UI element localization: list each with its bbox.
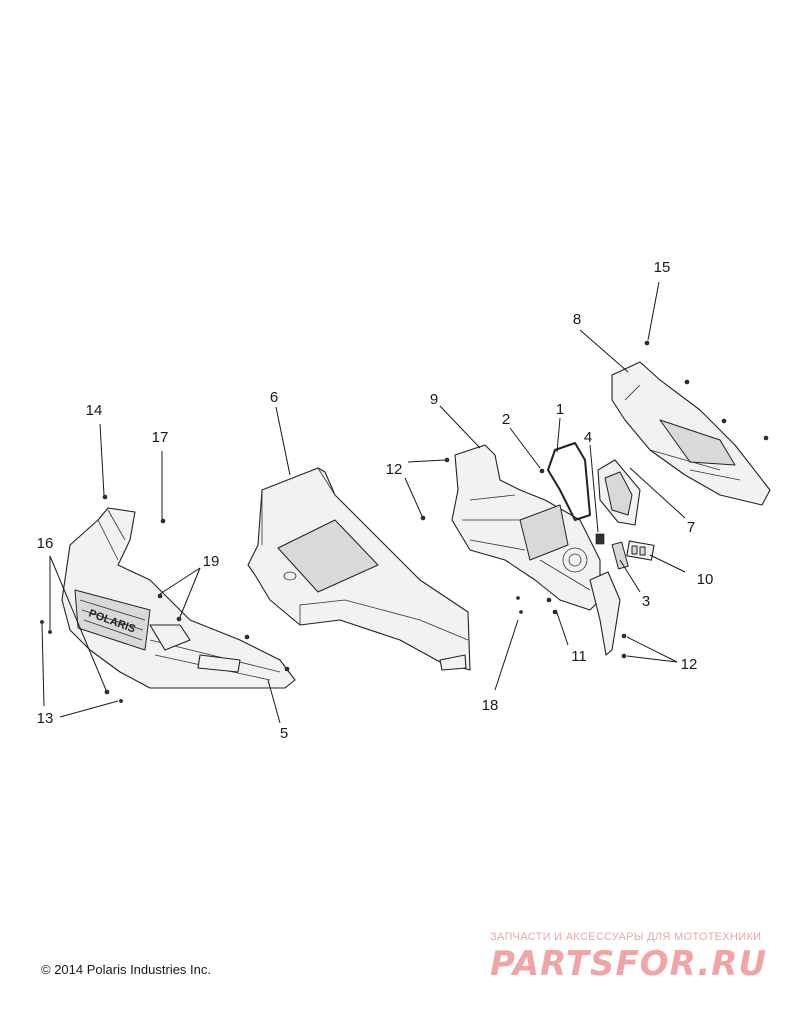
fasteners — [40, 340, 769, 703]
callout-16: 16 — [37, 535, 54, 552]
bezel-part — [597, 459, 641, 526]
switch-part — [611, 541, 629, 570]
watermark-logo: PARTSFOR.RU — [490, 944, 768, 984]
clip-part — [595, 533, 605, 545]
callout-1: 1 — [556, 401, 564, 418]
upper-dash-part — [611, 361, 771, 506]
callout-5: 5 — [280, 725, 288, 742]
gasket-part — [547, 442, 591, 521]
callout-4: 4 — [584, 429, 592, 446]
callout-6: 6 — [270, 389, 278, 406]
callout-11: 11 — [571, 648, 587, 665]
side-panel-part — [589, 571, 621, 656]
callout-13: 13 — [37, 710, 54, 727]
callout-8: 8 — [573, 311, 581, 328]
callout-19: 19 — [203, 553, 220, 570]
switch-bank-part — [626, 540, 655, 561]
dash-panel-part — [451, 444, 601, 611]
callout-9: 9 — [430, 391, 438, 408]
copyright-notice: © 2014 Polaris Industries Inc. — [41, 962, 211, 977]
callout-15: 15 — [654, 259, 671, 276]
callout-7: 7 — [687, 519, 695, 536]
callout-14: 14 — [86, 402, 103, 419]
callout-12b: 12 — [681, 656, 698, 673]
callout-18: 18 — [482, 697, 499, 714]
callout-2: 2 — [502, 411, 510, 428]
callout-10: 10 — [697, 571, 714, 588]
callout-12a: 12 — [386, 461, 403, 478]
callout-labels: 1 2 3 4 5 6 7 8 9 10 11 12 12 13 14 15 1… — [37, 259, 714, 742]
leader-lines — [41, 281, 686, 724]
hood-part — [247, 467, 471, 671]
callout-3: 3 — [642, 593, 650, 610]
watermark-tagline: ЗАПЧАСТИ И АКСЕССУАРЫ ДЛЯ МОТОТЕХНИКИ — [490, 931, 762, 943]
callout-17: 17 — [152, 429, 169, 446]
front-bumper-part: POLARIS — [61, 507, 296, 689]
